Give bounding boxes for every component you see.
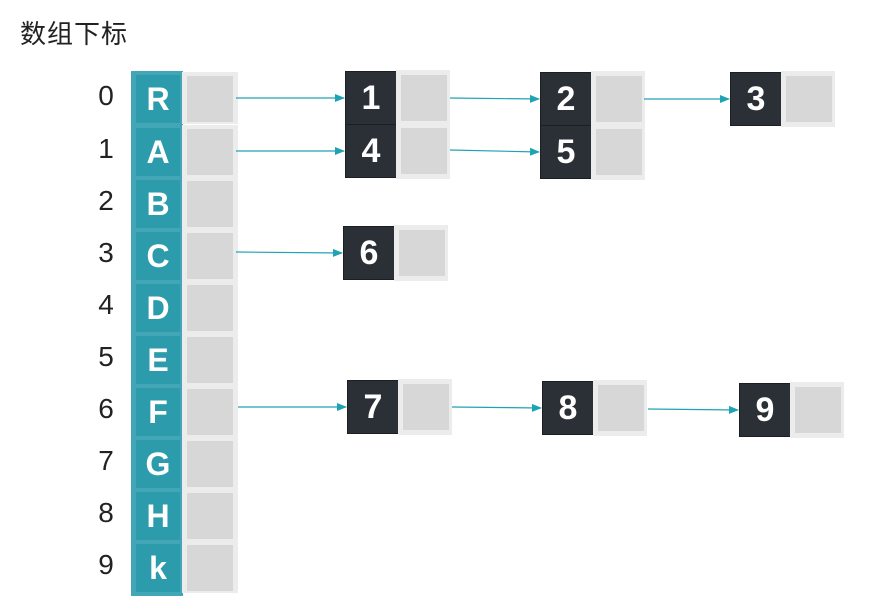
array-index: 3	[98, 237, 114, 268]
pointer-box	[187, 389, 233, 435]
array-cell: F	[136, 388, 180, 436]
list-node-value: 8	[542, 381, 594, 435]
list-node-pointer	[790, 382, 844, 438]
array-index: 4	[98, 289, 114, 320]
link-arrow	[647, 405, 739, 414]
array-index: 2	[98, 185, 114, 216]
array-index: 8	[98, 497, 114, 528]
list-node-pointer	[593, 380, 647, 436]
array-pointer-slot	[182, 125, 238, 177]
list-node-value: 7	[347, 380, 399, 434]
array-cell: R	[136, 75, 180, 123]
array-index: 5	[98, 341, 114, 372]
pointer-box	[403, 384, 449, 430]
pointer-box	[401, 75, 447, 121]
pointer-box	[187, 181, 233, 227]
array-cell: k	[136, 544, 180, 592]
array-pointer-slot	[182, 489, 238, 541]
array-index: 0	[98, 80, 114, 111]
array-pointer-slot	[182, 385, 238, 437]
array-index: 6	[98, 393, 114, 424]
pointer-box	[401, 128, 447, 174]
array-pointer-slot	[182, 229, 238, 281]
pointer-box	[786, 76, 832, 122]
pointer-box	[596, 129, 642, 175]
link-arrow	[235, 248, 343, 257]
array-pointer-slot	[182, 333, 238, 385]
list-node-pointer	[394, 225, 448, 281]
array-index: 9	[98, 549, 114, 580]
pointer-box	[399, 230, 445, 276]
list-node-value: 1	[345, 71, 397, 125]
pointer-box	[187, 285, 233, 331]
pointer-box	[187, 337, 233, 383]
pointer-box	[187, 129, 233, 175]
list-node-pointer	[396, 123, 450, 179]
array-pointer-slot	[182, 437, 238, 489]
link-arrow	[449, 94, 540, 103]
array-index: 1	[98, 133, 114, 164]
pointer-box	[187, 76, 233, 122]
array-index: 7	[98, 445, 114, 476]
pointer-box	[598, 385, 644, 431]
list-node-value: 6	[343, 226, 395, 280]
array-cell: E	[136, 336, 180, 384]
array-cell: B	[136, 180, 180, 228]
pointer-box	[187, 493, 233, 539]
array-cell: D	[136, 284, 180, 332]
list-node-pointer	[396, 70, 450, 126]
pointer-box	[795, 387, 841, 433]
array-cell: C	[136, 232, 180, 280]
diagram-title: 数组下标	[20, 20, 129, 50]
link-arrow	[451, 403, 542, 412]
pointer-box	[596, 76, 642, 122]
list-node-pointer	[591, 124, 645, 180]
array-pointer-slot	[182, 541, 238, 593]
list-node-value: 9	[739, 383, 791, 437]
array-cell: G	[136, 440, 180, 488]
pointer-box	[187, 441, 233, 487]
array-cell: A	[136, 128, 180, 176]
array-pointer-slot	[182, 72, 238, 124]
list-node-pointer	[591, 71, 645, 127]
array-pointer-slot	[182, 281, 238, 333]
pointer-box	[187, 233, 233, 279]
list-node-value: 3	[730, 72, 782, 126]
array-cell: H	[136, 492, 180, 540]
list-node-value: 4	[345, 124, 397, 178]
pointer-box	[187, 545, 233, 591]
link-arrow	[449, 147, 540, 156]
array-pointer-slot	[182, 177, 238, 229]
list-node-pointer	[398, 379, 452, 435]
list-node-pointer	[781, 71, 835, 127]
